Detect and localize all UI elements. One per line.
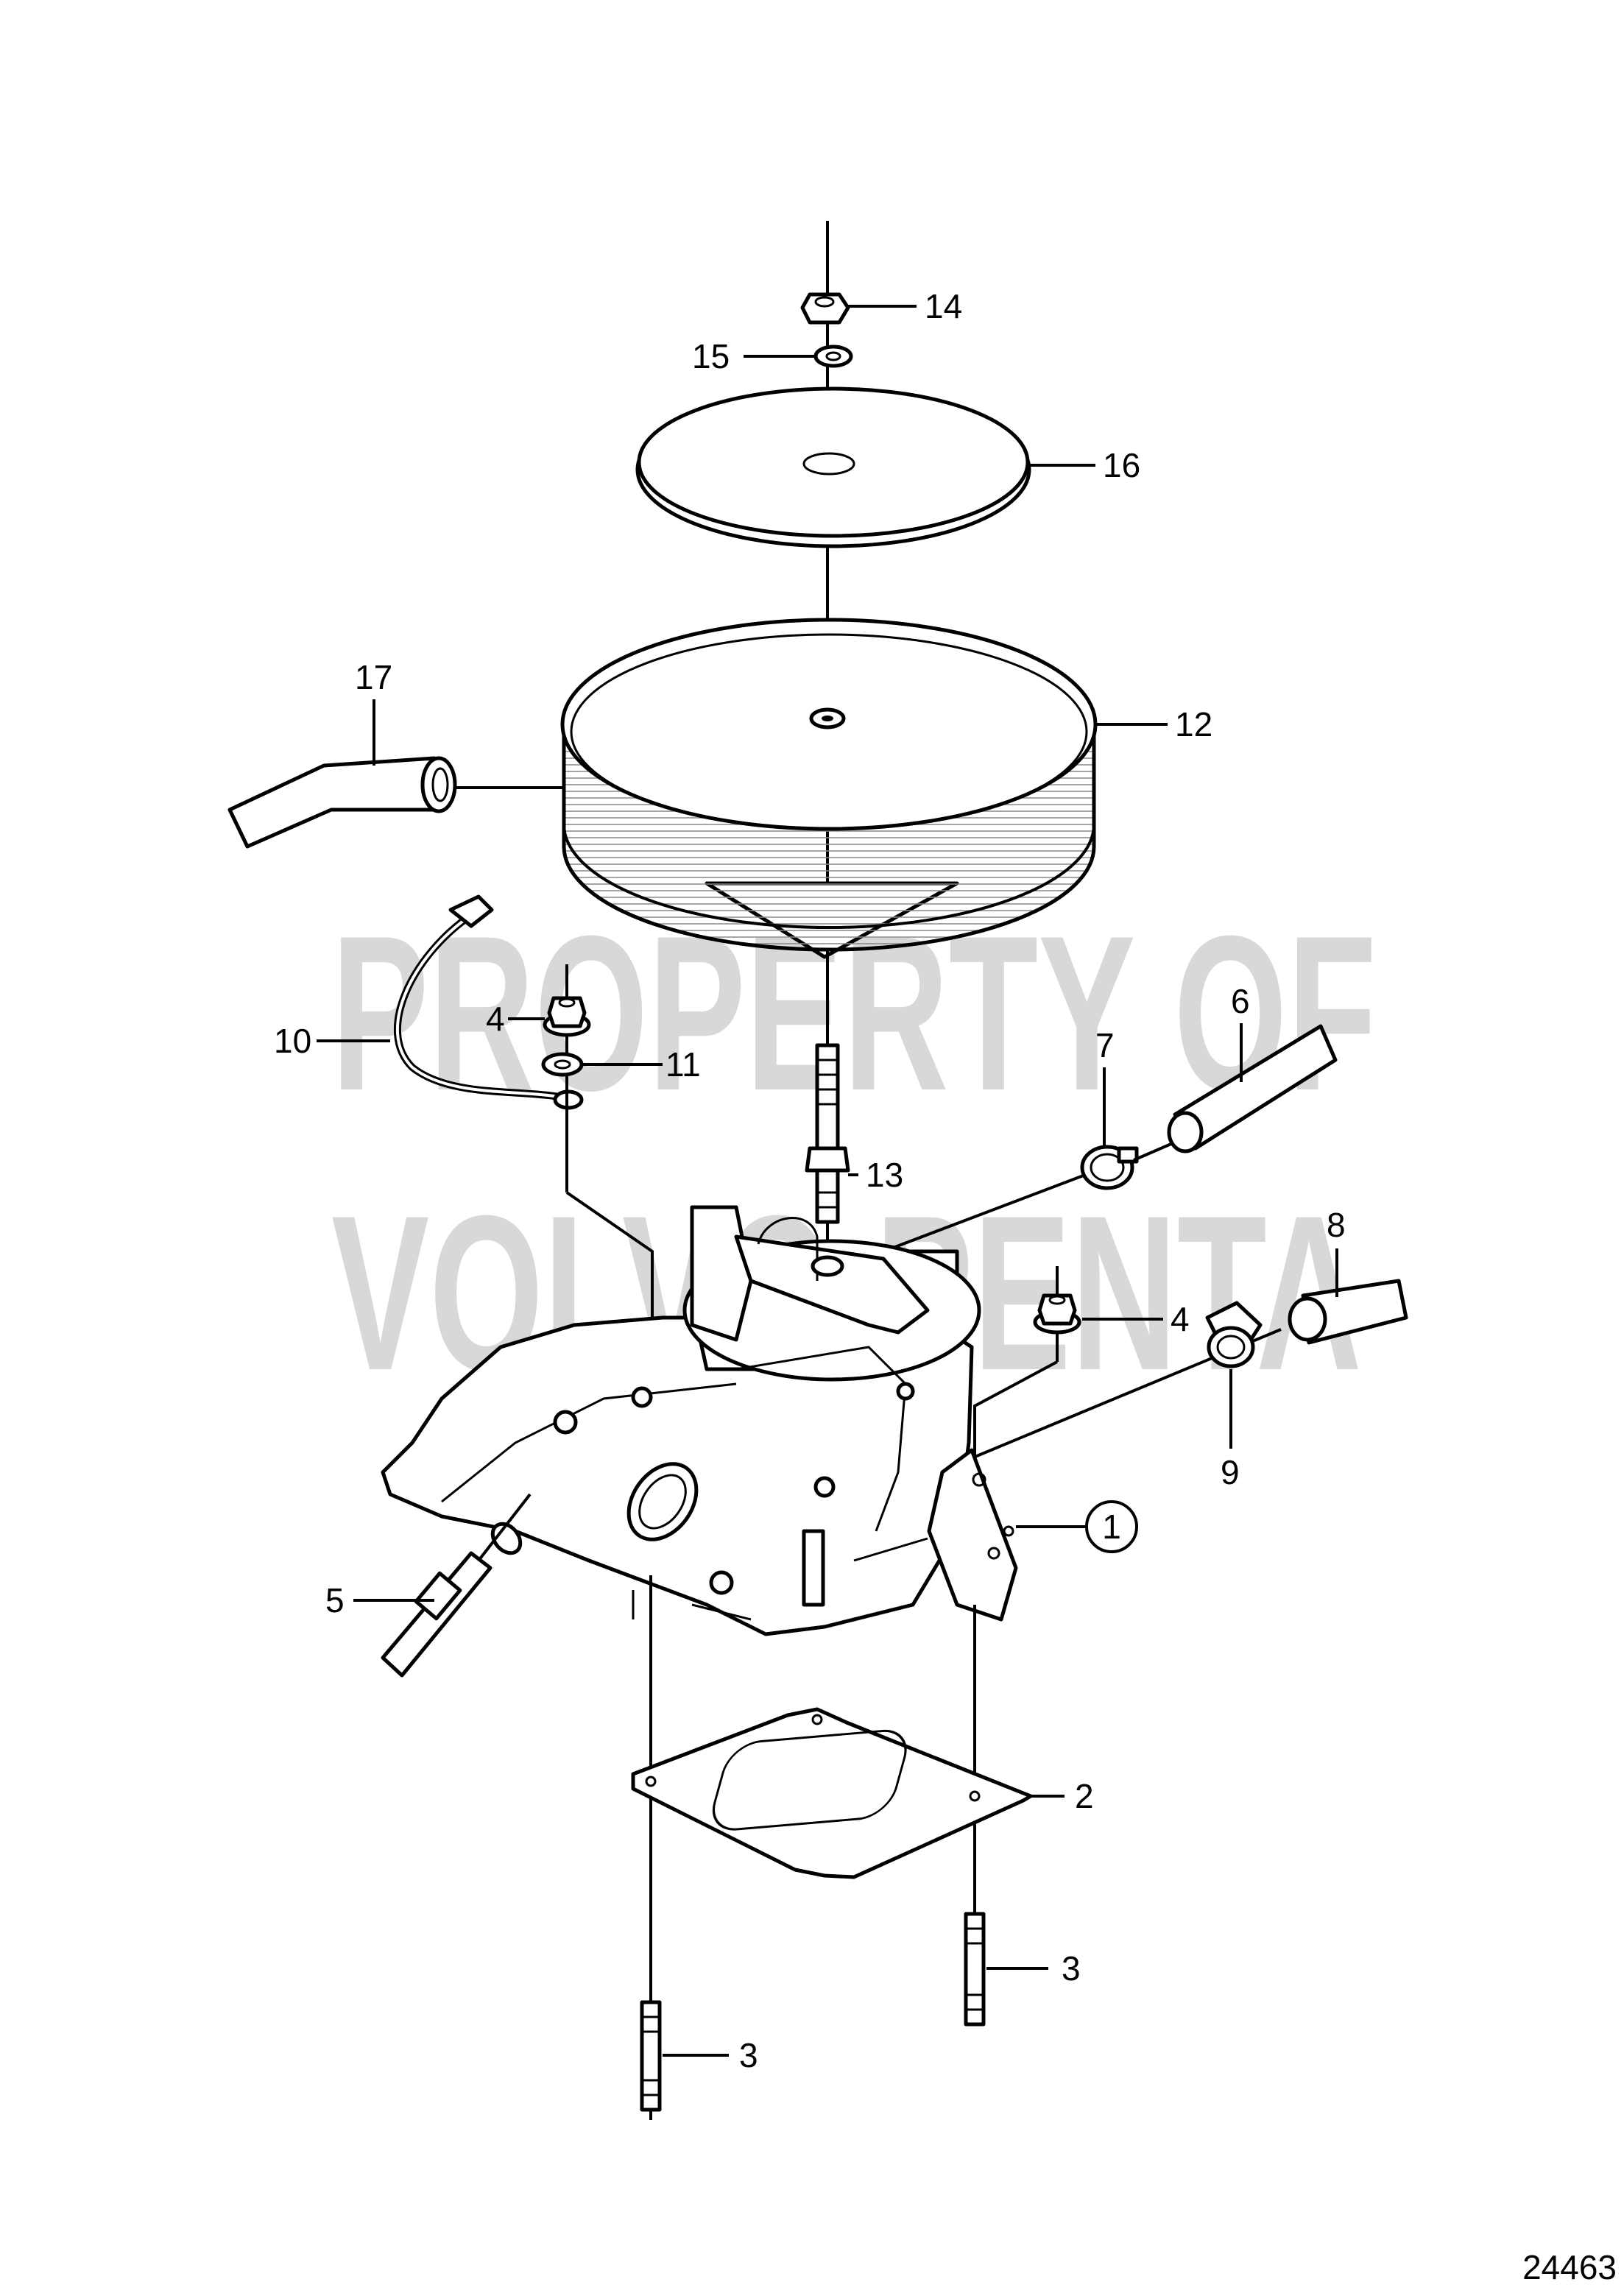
- callout-3-right: 3: [1062, 1949, 1081, 1988]
- callout-14: 14: [925, 287, 962, 325]
- part-7-hose-clamp: [1080, 1145, 1139, 1190]
- part-4-nut-right: [1033, 1293, 1081, 1335]
- part-4-nut-left: [543, 996, 591, 1037]
- callout-10: 10: [274, 1022, 311, 1060]
- part-6-hose: [1167, 1024, 1338, 1153]
- callout-17: 17: [355, 658, 392, 696]
- part-13-stud: [805, 1043, 850, 1224]
- callout-5: 5: [325, 1581, 345, 1619]
- callout-8: 8: [1327, 1206, 1346, 1244]
- part-2-gasket: [631, 1707, 1033, 1879]
- callout-13: 13: [866, 1156, 903, 1194]
- callout-15: 15: [692, 337, 730, 375]
- callout-2: 2: [1075, 1777, 1094, 1815]
- leader-7-to-carb: [883, 1169, 1098, 1253]
- leader-4-right-to-carb: [973, 1360, 1058, 1458]
- part-12-air-filter: [560, 618, 1098, 959]
- part-8-hose: [1288, 1279, 1408, 1345]
- drawing-number: 24463: [1522, 2248, 1617, 2286]
- callout-3-left: 3: [739, 2036, 758, 2074]
- part-11-washer: [541, 1052, 584, 1077]
- callout-11: 11: [666, 1045, 701, 1084]
- part-5-sensor: [381, 1493, 532, 1678]
- part-17-elbow-hose: [227, 756, 457, 849]
- part-14-nut: [800, 292, 850, 325]
- leader-to-carburetor: [565, 1191, 654, 1318]
- part-3-stud-right: [964, 1912, 986, 2027]
- part-9-hose-clamp: [1205, 1301, 1263, 1368]
- part-15-washer: [813, 345, 853, 368]
- part-3-stud-left: [640, 2000, 662, 2112]
- part-16-cover-disc: [635, 386, 1031, 548]
- callout-1-circle: 1: [1085, 1500, 1138, 1553]
- callout-1: 1: [1102, 1508, 1121, 1546]
- callout-4-right: 4: [1171, 1300, 1190, 1338]
- callout-12: 12: [1175, 705, 1212, 743]
- callout-6: 6: [1231, 982, 1250, 1020]
- part-1-carburetor: [381, 1205, 1018, 1636]
- callout-9: 9: [1221, 1453, 1240, 1491]
- callout-16: 16: [1103, 446, 1140, 484]
- callout-7: 7: [1095, 1026, 1115, 1064]
- callout-4-left: 4: [486, 1000, 505, 1038]
